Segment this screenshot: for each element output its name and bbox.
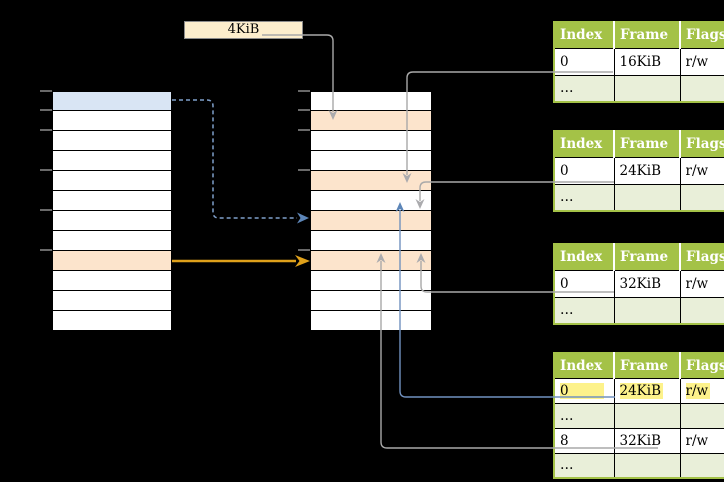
physical-frame-row: [311, 92, 431, 111]
highlight-span: 0: [560, 382, 604, 399]
physical-frame-row: [311, 311, 431, 330]
cell-flags: [680, 403, 724, 429]
page-size-label-text: 4KiB: [227, 22, 260, 37]
page-table-2: Index Frame Flags 0 24KiB r/w …: [553, 130, 724, 212]
cell-frame: [614, 297, 681, 324]
table-row: …: [554, 297, 724, 324]
cell-frame: [614, 403, 681, 429]
cell-index: …: [554, 75, 615, 102]
cell-index: 0: [554, 157, 615, 185]
table-row: …: [554, 75, 724, 102]
physical-memory-ticks: [298, 90, 310, 251]
physical-memory-column: [310, 91, 432, 330]
physical-frame-row: [311, 191, 431, 211]
cell-index: …: [554, 403, 615, 429]
virtual-page-row: [53, 111, 171, 131]
virtual-page-row: [53, 291, 171, 311]
virtual-page-row: [53, 171, 171, 191]
column-header-index: Index: [554, 22, 615, 49]
column-header-flags: Flags: [680, 131, 724, 158]
cell-frame: 16KiB: [614, 48, 681, 76]
column-header-index: Index: [554, 131, 615, 158]
cell-flags: [680, 184, 724, 211]
arrow-virtual-orange-to-frame32: [172, 255, 310, 267]
physical-frame-row: [311, 231, 431, 251]
column-header-frame: Frame: [614, 244, 681, 271]
table-row: 0 24KiB r/w: [554, 157, 724, 185]
table-row: …: [554, 403, 724, 429]
physical-frame-row: [311, 151, 431, 171]
page-table-1: Index Frame Flags 0 16KiB r/w …: [553, 21, 724, 103]
virtual-page-row: [53, 131, 171, 151]
table-header-row: Index Frame Flags: [554, 353, 724, 379]
column-header-frame: Frame: [614, 131, 681, 158]
virtual-page-row-blue: [53, 92, 171, 111]
cell-index: 0: [554, 270, 615, 298]
cell-flags: r/w: [680, 428, 724, 454]
cell-index: …: [554, 184, 615, 211]
cell-frame: [614, 75, 681, 102]
cell-frame: [614, 184, 681, 211]
virtual-page-row: [53, 151, 171, 171]
cell-flags: r/w: [680, 157, 724, 185]
physical-frame-row-orange: [311, 111, 431, 131]
cell-index: …: [554, 453, 615, 478]
virtual-page-row: [53, 191, 171, 211]
physical-frame-row: [311, 291, 431, 311]
column-header-flags: Flags: [680, 244, 724, 271]
arrow-virtual-blue-to-frame24: [172, 99, 309, 224]
table-row: …: [554, 184, 724, 211]
table-row: 0 16KiB r/w: [554, 48, 724, 76]
cell-flags: r/w: [680, 378, 724, 404]
cell-index: 0: [554, 48, 615, 76]
column-header-frame: Frame: [614, 22, 681, 49]
highlight-span: r/w: [685, 382, 711, 399]
cell-index: 8: [554, 428, 615, 454]
table-row: 0 32KiB r/w: [554, 270, 724, 298]
virtual-memory-ticks: [40, 90, 52, 251]
table-row: …: [554, 453, 724, 478]
cell-index: 0: [554, 378, 615, 404]
highlight-span: 24KiB: [619, 382, 664, 399]
cell-frame: [614, 453, 681, 478]
cell-frame: 24KiB: [614, 157, 681, 185]
physical-frame-row-orange: [311, 251, 431, 271]
virtual-page-row: [53, 211, 171, 231]
column-header-index: Index: [554, 353, 615, 379]
cell-flags: [680, 453, 724, 478]
table-row: 8 32KiB r/w: [554, 428, 724, 454]
page-table-4: Index Frame Flags 0 24KiB r/w … 8 32KiB …: [553, 352, 724, 479]
column-header-flags: Flags: [680, 353, 724, 379]
table-header-row: Index Frame Flags: [554, 131, 724, 158]
physical-frame-row-orange: [311, 171, 431, 191]
cell-frame: 32KiB: [614, 428, 681, 454]
physical-frame-row-orange: [311, 211, 431, 231]
table-row-highlighted: 0 24KiB r/w: [554, 378, 724, 404]
column-header-frame: Frame: [614, 353, 681, 379]
page-size-label: 4KiB: [184, 21, 303, 39]
physical-frame-row: [311, 131, 431, 151]
cell-flags: [680, 75, 724, 102]
physical-frame-row: [311, 271, 431, 291]
column-header-flags: Flags: [680, 22, 724, 49]
virtual-page-row-orange: [53, 251, 171, 271]
page-table-3: Index Frame Flags 0 32KiB r/w …: [553, 243, 724, 325]
cell-frame: 24KiB: [614, 378, 681, 404]
cell-flags: r/w: [680, 270, 724, 298]
virtual-page-row: [53, 311, 171, 330]
virtual-page-row: [53, 271, 171, 291]
table-header-row: Index Frame Flags: [554, 244, 724, 271]
column-header-index: Index: [554, 244, 615, 271]
cell-frame: 32KiB: [614, 270, 681, 298]
virtual-memory-column: [52, 91, 172, 330]
virtual-page-row: [53, 231, 171, 251]
cell-flags: r/w: [680, 48, 724, 76]
cell-index: …: [554, 297, 615, 324]
table-header-row: Index Frame Flags: [554, 22, 724, 49]
cell-flags: [680, 297, 724, 324]
